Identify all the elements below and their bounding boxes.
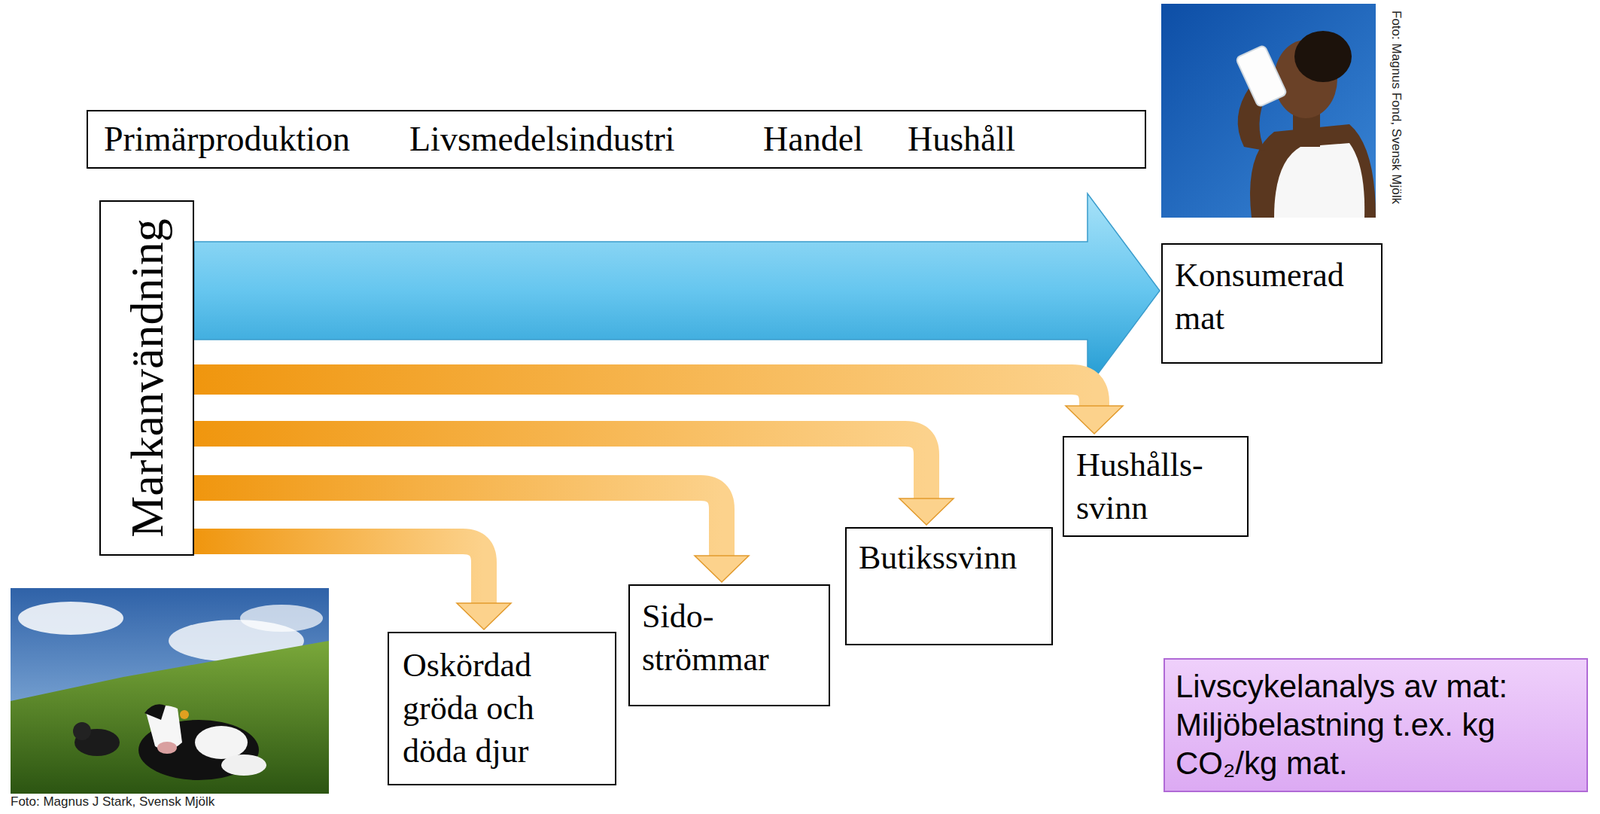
milk-glass — [1235, 44, 1287, 107]
consumed-box: Konsumerad mat — [1161, 243, 1383, 364]
cloud — [18, 601, 124, 635]
loss-arrow-head — [1065, 405, 1123, 434]
box-text: Livscykelanalys av mat: Miljöbelastning … — [1175, 666, 1575, 783]
photo-sky — [10, 587, 329, 794]
cow-muzzle — [157, 741, 177, 754]
waste-box: Hushålls- svinn — [1062, 435, 1249, 537]
land-use-box: Markanvändning — [99, 200, 195, 556]
cow-photo — [10, 587, 329, 794]
flow-arrow-shape — [194, 193, 1160, 388]
calf-head — [73, 721, 92, 740]
box-text: Konsumerad mat — [1174, 253, 1363, 340]
vertical-label: Markanvändning — [121, 218, 173, 538]
loss-arrow-shaft — [194, 379, 1095, 407]
stage-label: Livsmedelsindustri — [409, 118, 676, 160]
tank-top — [1274, 142, 1365, 218]
loss-arrow-shaft — [194, 541, 484, 604]
cow-ear-patch — [144, 703, 166, 720]
box-text: Hushålls- svinn — [1076, 443, 1235, 530]
stage-label: Primärproduktion — [103, 118, 350, 160]
photo-credit: Foto: Magnus Fond, Svensk Mjölk — [1388, 10, 1403, 204]
loss-arrow-head — [456, 602, 512, 630]
flow-arrow — [194, 193, 1160, 388]
box-text: Butikssvinn — [858, 535, 1040, 579]
photo-credit: Foto: Magnus J Stark, Svensk Mjölk — [10, 794, 215, 810]
cloud — [240, 604, 323, 632]
grass-hill — [10, 640, 329, 794]
waste-box: Sido- strömmar — [628, 584, 831, 706]
loss-arrow — [194, 541, 512, 630]
hair — [1294, 30, 1352, 83]
waste-box: Butikssvinn — [845, 526, 1053, 645]
photo-sky — [1161, 3, 1376, 218]
ear-tag — [179, 709, 189, 719]
box-text: Sido- strömmar — [641, 594, 817, 681]
cow-patch — [221, 754, 267, 776]
waste-box: Oskördad gröda och döda djur — [387, 631, 617, 785]
loss-arrow-head — [694, 555, 749, 582]
loss-arrow-head — [899, 498, 954, 525]
stage-header-box: Primärproduktion Livsmedelsindustri Handel… — [86, 109, 1147, 169]
milk-photo — [1161, 3, 1376, 218]
stage-label: Hushåll — [907, 118, 1016, 160]
stage-label: Handel — [763, 118, 864, 160]
box-text: Oskördad gröda och döda djur — [402, 643, 591, 773]
note-box: Livscykelanalys av mat: Miljöbelastning … — [1163, 657, 1588, 792]
cow-patch — [194, 725, 248, 759]
